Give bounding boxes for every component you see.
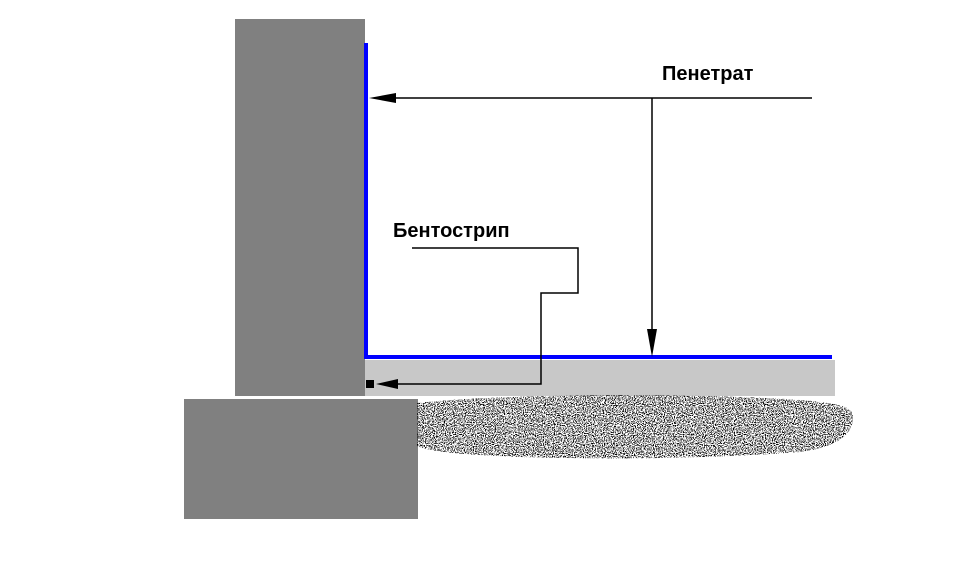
penetrat-leader <box>369 93 812 357</box>
arrowhead-floor <box>647 329 657 357</box>
bentostrip-seal <box>366 380 374 388</box>
foundation-footing <box>184 399 418 519</box>
bentostrip-label: Бентострип <box>393 220 510 242</box>
soil-layer <box>417 395 853 459</box>
arrowhead-wall <box>369 93 396 103</box>
concrete-wall <box>235 19 365 396</box>
penetrat-coating-line <box>364 43 832 359</box>
arrowhead-joint <box>376 379 398 389</box>
floor-slab <box>365 360 835 396</box>
penetrat-label: Пенетрат <box>662 63 754 85</box>
bentostrip-leader <box>366 247 579 389</box>
